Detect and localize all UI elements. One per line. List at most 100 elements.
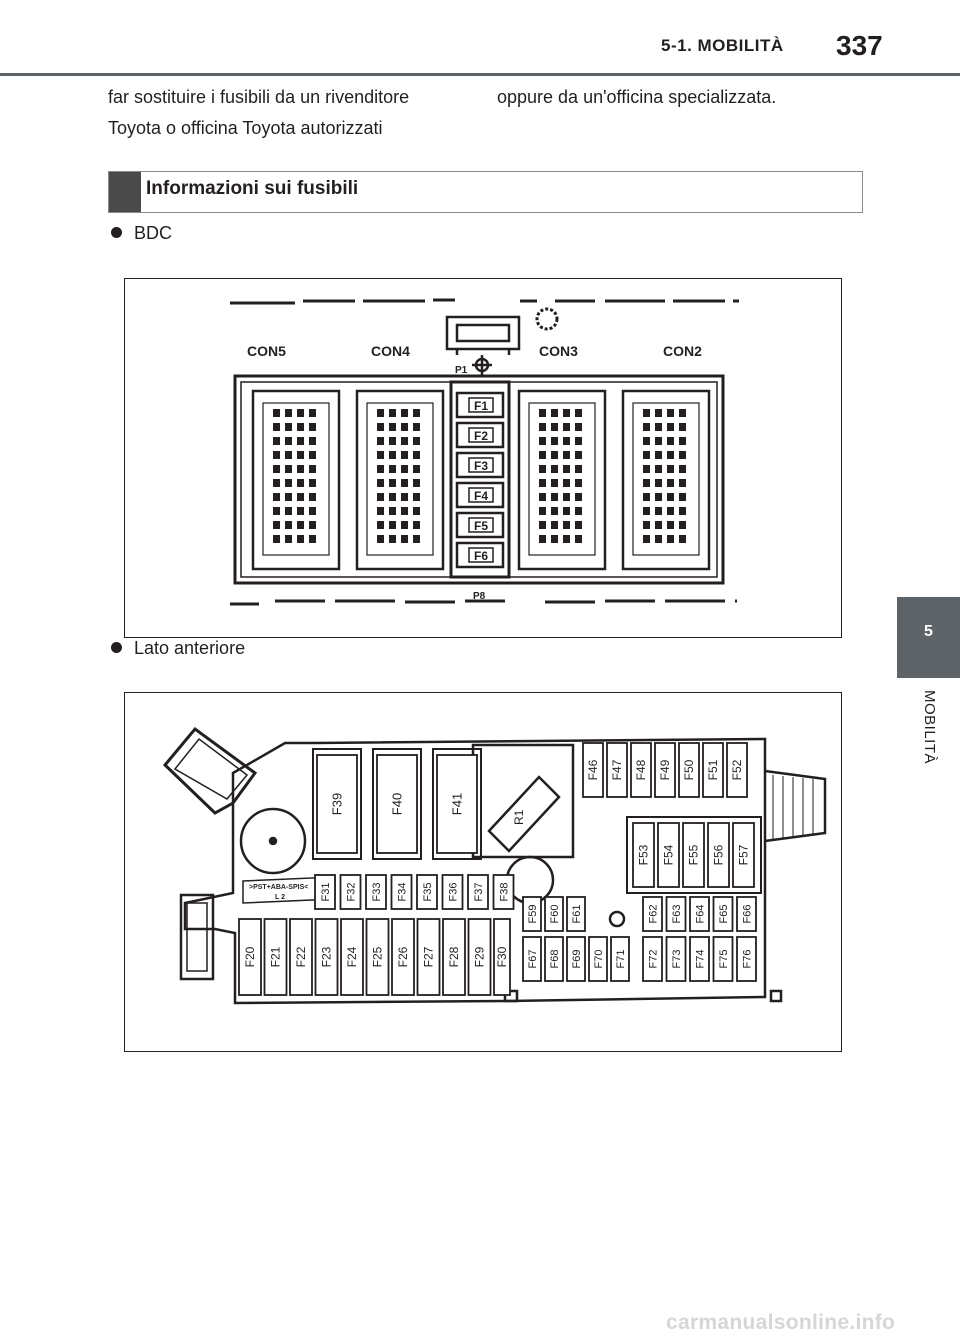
fuse-label: F40	[390, 793, 405, 815]
section-header: 5-1. MOBILITÀ	[661, 36, 784, 55]
paragraph-right-line: oppure da un'officina specializzata.	[497, 87, 777, 107]
fuse-label: F47	[610, 759, 624, 780]
fuse: F37	[467, 874, 489, 910]
fuse-label: F5	[474, 519, 488, 533]
fuse: F59	[522, 896, 542, 932]
fuse: F69	[566, 936, 586, 982]
fuse: F54	[657, 822, 680, 888]
fuse-label: F65	[718, 905, 730, 924]
fuse-label: F26	[396, 946, 410, 967]
fuse: F64	[689, 896, 710, 932]
fuse: F29	[467, 918, 492, 996]
fuse-label: F67	[527, 950, 539, 969]
fuse: F60	[544, 896, 564, 932]
fuse-label: F49	[658, 759, 672, 780]
fuse-label: F37	[473, 883, 485, 902]
fuse-label: F20	[243, 946, 257, 967]
fuse: F1	[455, 391, 505, 419]
fuse-label: F35	[422, 883, 434, 902]
paragraph-left-line: far sostituire i fusibili da un rivendit…	[108, 87, 410, 107]
fuse-label: F59	[527, 905, 539, 924]
fuse: F74	[689, 936, 710, 982]
fuse-label: F52	[730, 759, 744, 780]
fuse-label: F4	[474, 489, 488, 503]
bullet-item: BDC	[111, 223, 172, 244]
fuse-label: F3	[474, 459, 488, 473]
fuse-label: F56	[712, 844, 726, 865]
fuse-label: F62	[647, 905, 659, 924]
chapter-number: 5	[924, 623, 933, 640]
chapter-label: MOBILITÀ	[921, 690, 938, 765]
fuse: F73	[665, 936, 687, 982]
fuse: F39	[316, 754, 358, 854]
fuse-label: F46	[586, 759, 600, 780]
fuse: F6	[455, 541, 505, 569]
fuse-label: F64	[694, 905, 706, 924]
fuse: F70	[588, 936, 608, 982]
fuse-label: F68	[549, 950, 561, 969]
fuse: F20	[238, 918, 262, 996]
fuse-label: F76	[741, 950, 753, 969]
bullet-label: BDC	[134, 223, 173, 243]
fuse-label: F36	[447, 883, 459, 902]
fuse: F75	[712, 936, 734, 982]
bullet-label: Lato anteriore	[134, 638, 246, 658]
fuse: F5	[455, 511, 505, 539]
fuse: F32	[339, 874, 362, 910]
fuse-label: F54	[662, 844, 676, 865]
bullet-dot-icon	[111, 227, 122, 238]
fuse: F47	[606, 742, 628, 798]
fuse-label: F39	[330, 793, 345, 815]
fuse-label: F21	[269, 946, 283, 967]
fuse-label: F32	[345, 883, 357, 902]
section-heading-box: Informazioni sui fusibili	[108, 171, 863, 213]
fuse-label: F48	[634, 759, 648, 780]
bdc-label-top: P1	[455, 365, 468, 376]
fuse-label: F61	[571, 905, 583, 924]
fuse: F55	[682, 822, 705, 888]
fuse: F25	[365, 918, 390, 996]
fuse-label: F53	[637, 844, 651, 865]
page-number: 337	[836, 30, 883, 61]
fuse: F2	[455, 421, 505, 449]
fuse-label: F50	[682, 759, 696, 780]
fuse-label: F63	[671, 905, 683, 924]
fuse-label: F34	[396, 883, 408, 902]
fuse: F52	[726, 742, 748, 798]
fuse: F46	[582, 742, 604, 798]
fuse: F4	[455, 481, 505, 509]
fuse: F76	[736, 936, 757, 982]
fuse-label: F75	[718, 950, 730, 969]
section-title: Informazioni sui fusibili	[146, 178, 359, 199]
fuse-label: F51	[706, 759, 720, 780]
fuse: F67	[522, 936, 542, 982]
fuse-label: F57	[737, 844, 751, 865]
fuse: F26	[391, 918, 415, 996]
fuse-label: F6	[474, 549, 488, 563]
fuse: F33	[365, 874, 387, 910]
paragraph-left: far sostituire i fusibili da un rivendit…	[108, 82, 478, 144]
fuse: F62	[642, 896, 663, 932]
fuse: F28	[442, 918, 466, 996]
connector-block	[621, 389, 711, 571]
fuse: F51	[702, 742, 724, 798]
bullet-item: Lato anteriore	[111, 638, 245, 659]
fuse-label: F1	[474, 399, 488, 413]
chapter-tab: 5	[897, 597, 960, 678]
connector-block	[355, 389, 445, 571]
paragraph-right: oppure da un'officina specializzata.	[497, 82, 867, 113]
fuse-label: F27	[422, 946, 436, 967]
fuse: F34	[390, 874, 413, 910]
fuse-label: F2	[474, 429, 488, 443]
marker-subtext: L 2	[275, 894, 285, 901]
connector-block	[517, 389, 607, 571]
fuse-label: F72	[647, 950, 659, 969]
fuse-label: F73	[671, 950, 683, 969]
fuse-label: F66	[741, 905, 753, 924]
relay-label: R1	[512, 809, 526, 825]
fuse-label: F25	[371, 946, 385, 967]
fuse: F66	[736, 896, 757, 932]
